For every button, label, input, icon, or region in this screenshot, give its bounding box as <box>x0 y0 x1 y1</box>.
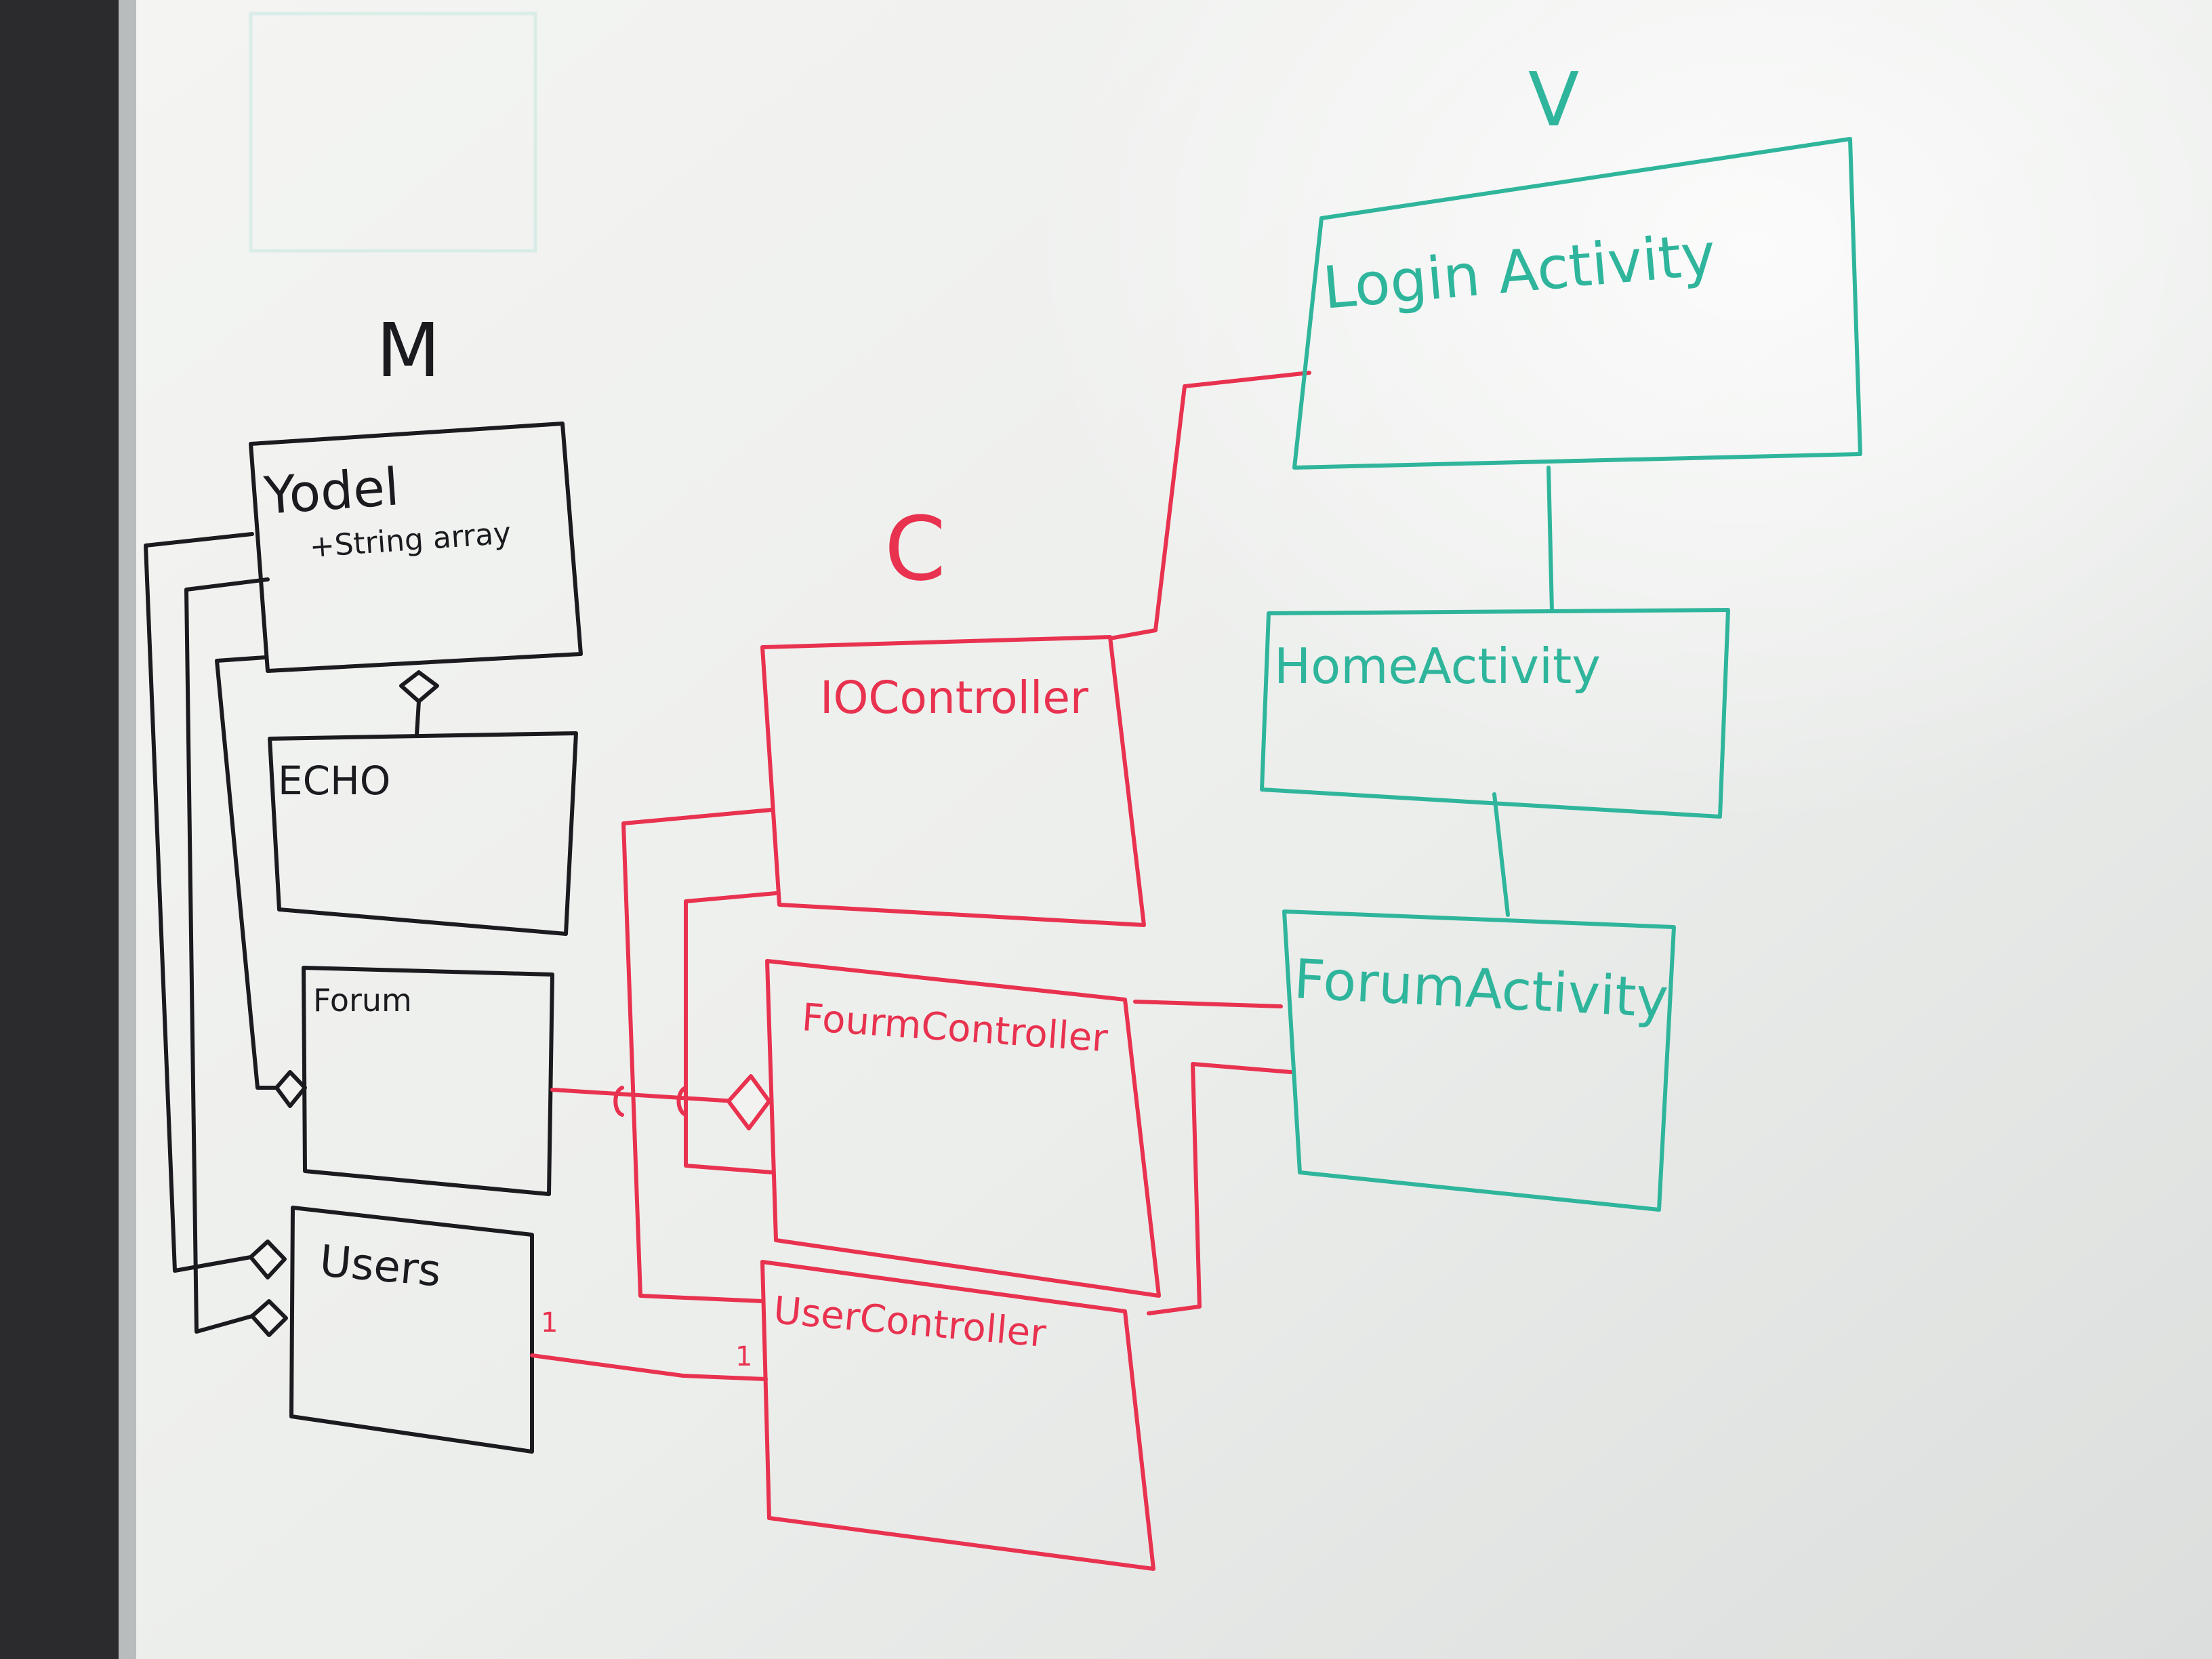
model-section-label: M <box>376 307 441 394</box>
yodel-users-line-a <box>144 532 254 1273</box>
io-forum-controller-link <box>684 891 778 1174</box>
erased-ghost-box <box>249 12 537 253</box>
forum-model-class-name: Forum <box>313 982 412 1019</box>
home-activity-box <box>1260 608 1730 819</box>
yodel-aggregation-lines <box>144 532 307 1337</box>
login-activity-box <box>1292 137 1862 470</box>
io-controller-name: IOController <box>820 672 1089 724</box>
yodel-echo-aggregation <box>399 670 439 737</box>
forum-controller-forum-activity-link <box>1133 1000 1283 1008</box>
home-forum-link <box>1492 792 1510 917</box>
controller-io: IOController <box>760 635 1146 927</box>
activity-navigation <box>1492 466 1554 917</box>
view-section-label: V <box>1528 56 1579 143</box>
home-activity-name: HomeActivity <box>1274 638 1601 695</box>
users-box <box>289 1206 534 1454</box>
yodel-users-line-b <box>184 577 270 1334</box>
wire-crossing-hop-b <box>676 1086 688 1117</box>
aggregation-diamond-users-b <box>250 1299 288 1337</box>
users-multiplicity: 1 <box>541 1307 558 1338</box>
wire-crossing-hop-a <box>613 1086 624 1117</box>
aggregation-diamond-users-a <box>249 1240 287 1279</box>
controller-section-label: C <box>884 497 946 600</box>
forum-model-box <box>302 966 554 1196</box>
yodel-class-name: Yodel <box>262 456 401 526</box>
forum-activity-box <box>1282 909 1676 1212</box>
controller-associations: 1 1 <box>530 371 1311 1381</box>
forum-controller-box <box>765 959 1161 1298</box>
aggregation-diamond-forum <box>274 1070 307 1108</box>
activity-home: HomeActivity <box>1260 608 1730 819</box>
user-controller-multiplicity: 1 <box>735 1341 752 1372</box>
model-class-yodel: Yodel +String array <box>249 422 583 673</box>
user-controller-box <box>760 1260 1155 1571</box>
io-controller-box <box>760 635 1146 927</box>
user-controller-forum-activity-link <box>1147 1062 1293 1315</box>
echo-box <box>268 731 578 936</box>
io-user-controller-link <box>621 808 773 1303</box>
users-user-controller-link <box>530 1353 768 1381</box>
yodel-box <box>249 422 583 673</box>
forum-controller-aggregation-diamond <box>726 1074 771 1130</box>
login-home-link <box>1547 466 1554 613</box>
yodel-echo-line <box>415 699 421 737</box>
model-class-users: Users <box>289 1206 534 1454</box>
model-class-echo: ECHO <box>268 731 578 936</box>
forum-model-forum-controller-link <box>550 1088 737 1103</box>
model-class-forum: Forum <box>302 966 554 1196</box>
light-glare <box>119 0 2212 1659</box>
users-class-name: Users <box>318 1236 443 1296</box>
yodel-forum-line <box>215 655 279 1090</box>
echo-class-name: ECHO <box>278 758 390 804</box>
io-controller-login-activity-link <box>1108 371 1311 640</box>
